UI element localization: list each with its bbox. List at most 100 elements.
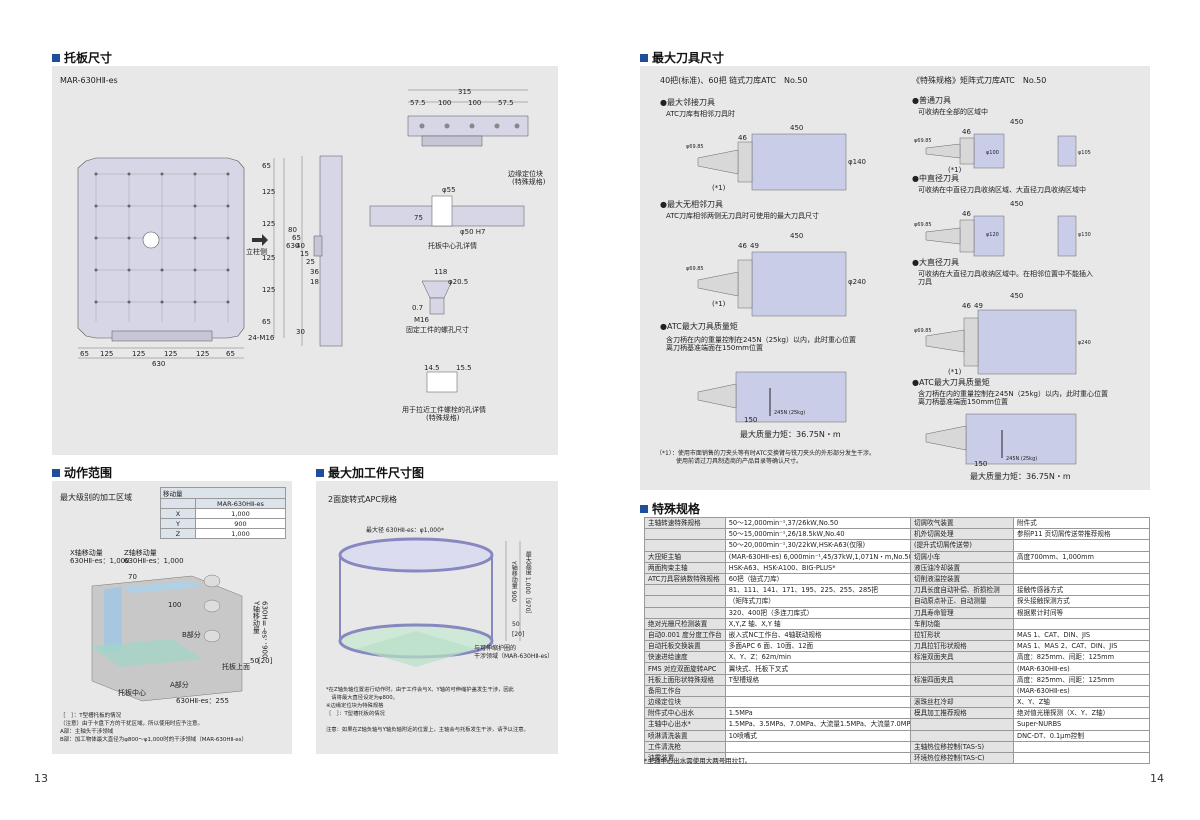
tool-left-0-dim-3: φ69.85 [686, 144, 704, 150]
spec-value-cell [1013, 572, 1150, 586]
workpiece-note-1: 请将最大直径设定为φ800。 [326, 695, 398, 701]
pallet-panel: MAR-630HⅡ-es [52, 66, 558, 455]
tool-shape-non-adjacent [697, 251, 847, 317]
table-row: 自动原点补正、自动测量探头接触探测方式 [910, 595, 1150, 608]
spec-label-cell: 切屑小车 [910, 550, 1014, 563]
section-marker-icon [52, 53, 60, 62]
dim-a: A部分 [170, 681, 189, 689]
motion-3d-drawing [90, 574, 243, 702]
spec-value-cell: 多面APC 6 面、10面、12面 [724, 640, 919, 653]
spec-value-cell: X、Y、Z轴 [1013, 695, 1150, 709]
spec-label-cell: FMS 对应双面旋转APC [644, 662, 726, 675]
side-dim-6: 18 [310, 278, 319, 286]
tool-right-3-desc: 含刀柄在内的重量控制在245N（25kg）以内，此时重心位置离刀柄基准端面150… [918, 390, 1109, 407]
tools-section-title: 最大刀具尺寸 [640, 49, 724, 66]
tool-left-2-dim-0: 150 [744, 416, 758, 424]
dim-y: Y轴移动量 [252, 601, 261, 634]
side-dim-3: 15 [300, 250, 309, 258]
section-marker-icon [52, 468, 60, 477]
table-row: DNC-DT、0.1μm控制 [910, 729, 1150, 742]
spec-label-cell: 车削功能 [910, 617, 1014, 630]
workpiece-dim-20: [20] [512, 631, 525, 638]
tool-right-0-dim-3: φ105 [1078, 150, 1091, 156]
pallet-drawing [77, 89, 529, 393]
spec-value-cell: 嵌入式NC工作台、4轴联动规格 [724, 628, 919, 642]
spec-label-cell: 喷淋清洗装置 [644, 729, 726, 742]
tool-left-2-desc: 含刀柄在内的重量控制在245N（25kg）以内，此时重心位置离刀柄基准端面在15… [666, 336, 857, 353]
tool-right-0-mark: (*1) [948, 166, 962, 174]
dim-bottom-2: 125 [132, 350, 146, 358]
tool-right-0-desc: 可收纳在全部的区域中 [918, 108, 988, 116]
spec-label-cell: 切削液温控装置 [910, 572, 1014, 586]
spec-value-cell: MAS 1、MAS 2、CAT、DIN、JIS [1013, 640, 1150, 653]
tool-right-1-title: ●中直径刀具 [912, 174, 959, 183]
tool-left-0-dim-2: φ140 [848, 158, 866, 166]
dim-right-5: 65 [262, 318, 271, 326]
label-z2: 630HⅡ-es：1,000 [124, 557, 184, 565]
tool-left-0-desc: ATC刀库有相邻刀具时 [666, 110, 735, 118]
table-row: 环境热位移控制(TAS-C) [910, 751, 1150, 765]
spec-value-cell: X、Y、Z：62m/min [724, 651, 919, 664]
tool-right-2-title: ●大直径刀具 [912, 258, 959, 267]
screw-dim-0: 118 [434, 268, 448, 276]
workpiece-section-title: 最大加工件尺寸图 [316, 464, 424, 481]
table-row: （矩阵式刀库） [644, 595, 919, 608]
table-row: 备用工作台 [644, 684, 919, 698]
tool-right-1-dim-1: 46 [962, 210, 971, 218]
tool-left-1-dim-4: φ69.85 [686, 266, 704, 272]
table-row: 81、111、141、171、195、225、255、285把 [644, 584, 919, 597]
center-hole-dim-2: φ50 H7 [460, 228, 486, 236]
hole-count-label: 24-M16 [248, 334, 275, 342]
spec-value-cell: T型槽规格 [724, 673, 919, 686]
workpiece-height: 最大高度 1,000［970］ [524, 551, 532, 618]
dim-bottom-4: 125 [196, 350, 210, 358]
dim-right-3: 125 [262, 254, 276, 262]
spec-label-cell: 托板上面形状特殊规格 [644, 673, 726, 686]
spec-label-cell [910, 718, 1014, 731]
spec-label-cell [644, 595, 726, 608]
spec-label-cell: 标准四面夹具 [910, 673, 1014, 686]
tool-left-0-mark: (*1) [712, 184, 726, 192]
spec-value-cell: 探头接触探测方式 [1013, 595, 1150, 608]
workpiece-note-2: ※边缘定位块为特殊规格 [326, 703, 384, 709]
table-row: 刀具寿命管理根据累计时间等 [910, 606, 1150, 619]
table-row: 自动托板交换装置多面APC 6 面、10面、12面 [644, 640, 919, 653]
tool-right-3-title: ●ATC最大刀具质量矩 [912, 378, 990, 387]
dim-bottom-1: 125 [100, 350, 114, 358]
spec-value-cell [724, 695, 919, 709]
table-row: (提升式切屑传送带) [910, 539, 1150, 552]
special-spec-table-right: 切屑吹气装置附件式机外切屑处理参照P11 页切屑传送带推荐规格(提升式切屑传送带… [910, 516, 1150, 765]
table-row: 自动0.001 度分度工作台嵌入式NC工作台、4轴联动规格 [644, 628, 919, 642]
spec-label-cell [644, 606, 726, 619]
spec-value-cell [1013, 617, 1150, 630]
dim-top-4: 57.5 [498, 99, 514, 107]
table-row: 320、400把（多连刀库式） [644, 606, 919, 619]
dim-right-total: 630 [286, 242, 300, 250]
tbolt-detail-shape [426, 371, 458, 393]
spec-value-cell [1013, 740, 1150, 753]
tool-shape-medium [925, 215, 1077, 257]
tools-left-header: 40把(标准)、60把 链式刀库ATC No.50 [660, 76, 808, 85]
spec-value-cell [724, 684, 919, 698]
spec-label-cell: 主轴转速特殊规格 [644, 516, 726, 530]
motion-note-2: A部：主轴头干涉领域 [60, 729, 114, 735]
spec-label-cell: 环境热位移控制(TAS-C) [910, 751, 1014, 765]
spec-label-cell: 主轴中心出水* [644, 718, 726, 731]
page-number-right: 14 [1150, 772, 1164, 785]
tool-left-2-result: 最大质量力矩：36.75N・m [740, 430, 841, 439]
dim-top-total: 315 [458, 88, 472, 96]
spec-value-cell: 50～20,000min⁻¹,30/22kW,HSK-A63(仅限) [724, 539, 919, 552]
column-side-arrow-icon [252, 234, 268, 246]
workpiece-note-4: 注意：如果在Z轴负轴与Y轴负轴附近的位置上，主轴会与托板发生干涉，请予以注意。 [326, 727, 529, 733]
spec-value-cell: (MAR-630HⅡ-es) [1013, 684, 1150, 698]
spec-label-cell: 工件清洗枪 [644, 740, 726, 753]
motion-title-text: 动作范围 [64, 466, 113, 480]
tool-left-2-title: ●ATC最大刀具质量矩 [660, 322, 738, 331]
spec-value-cell: DNC-DT、0.1μm控制 [1013, 729, 1150, 742]
spec-value-cell [724, 751, 919, 765]
edge-label-1: 边缘定位块 [508, 170, 543, 178]
